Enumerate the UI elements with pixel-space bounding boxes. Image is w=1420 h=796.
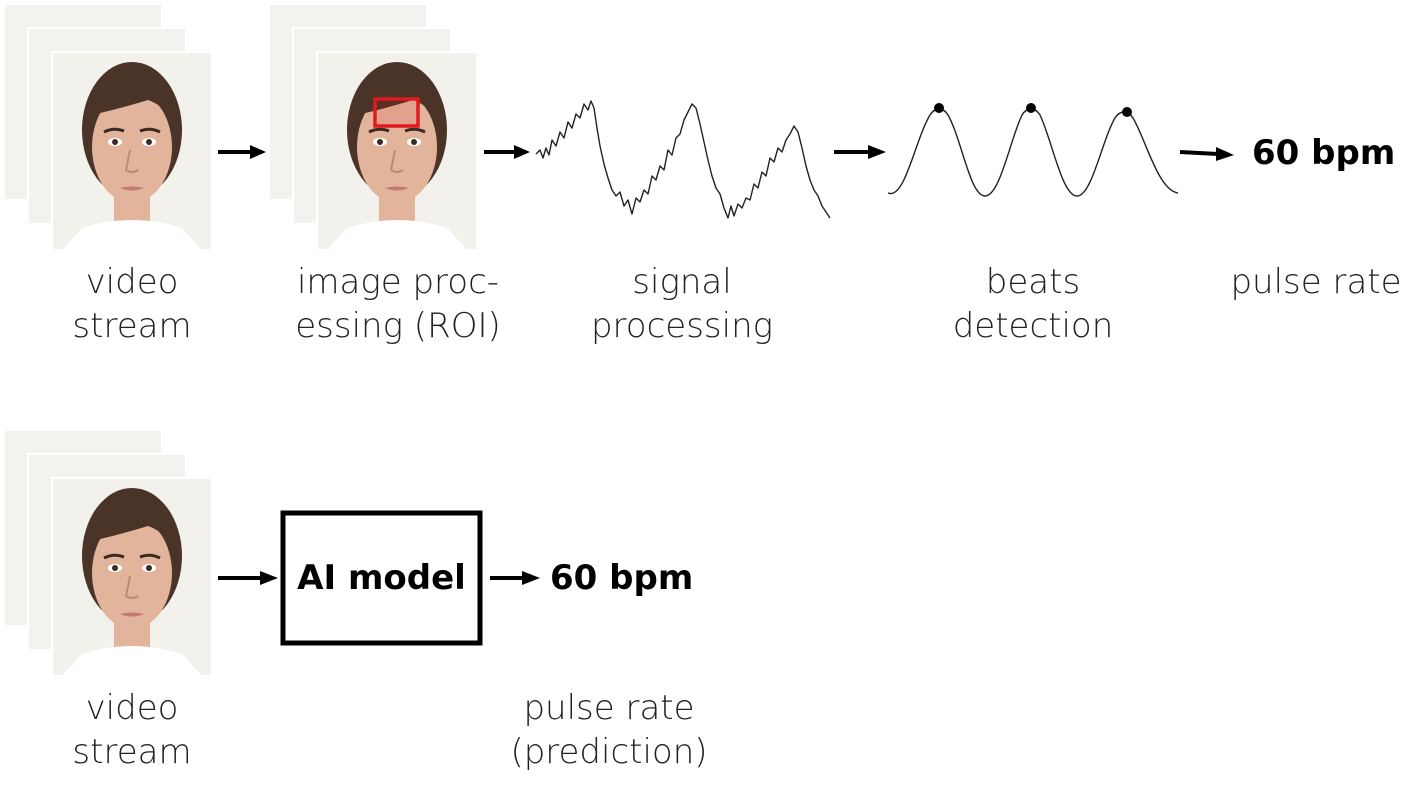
beat-peak-dot [934, 103, 944, 113]
raw-signal-waveform [535, 100, 831, 219]
beat-peak-dot [1122, 107, 1132, 117]
arrow-icon [834, 145, 886, 159]
label-line: essing (ROI) [295, 306, 501, 346]
label-line: pulse rate [1230, 262, 1402, 302]
arrow-icon [484, 145, 530, 159]
pulse-rate-label-top: pulse rate [1226, 260, 1406, 304]
video-stream-stack-bottom [3, 429, 213, 677]
label-line: video [85, 262, 179, 302]
video-stream-stack-top [3, 3, 213, 251]
video-stream-label-top: video stream [52, 260, 212, 348]
arrow-icon [218, 145, 266, 159]
label-line: video [85, 688, 179, 728]
face-frame-icon [316, 51, 478, 251]
label-line: signal [632, 262, 732, 302]
label-line: pulse rate [523, 688, 695, 728]
bpm-result-bottom: 60 bpm [550, 558, 694, 598]
face-frame-icon [51, 51, 213, 251]
ai-model-label: AI model [297, 558, 466, 598]
label-line: detection [952, 306, 1114, 346]
arrow-icon [218, 571, 278, 585]
label-line: image proc- [296, 262, 500, 302]
label-line: stream [72, 732, 192, 772]
beat-peak-dot [1026, 103, 1036, 113]
ai-model-box [280, 510, 483, 646]
roi-stack [268, 3, 478, 251]
label-line: beats [985, 262, 1081, 302]
beats-detection-label: beats detection [943, 260, 1123, 348]
signal-processing-label: signal processing [582, 260, 782, 348]
video-stream-label-bottom: video stream [52, 686, 212, 774]
bpm-result-top: 60 bpm [1252, 133, 1396, 173]
image-processing-label: image proc- essing (ROI) [288, 260, 508, 348]
pulse-rate-prediction-label: pulse rate (prediction) [509, 686, 709, 774]
clean-signal-waveform [887, 108, 1179, 197]
face-frame-icon [51, 477, 213, 677]
roi-box [373, 97, 420, 128]
label-line: (prediction) [510, 732, 708, 772]
label-line: processing [590, 306, 774, 346]
label-line: stream [72, 306, 192, 346]
arrow-icon [490, 571, 540, 585]
arrow-icon [1179, 147, 1234, 161]
